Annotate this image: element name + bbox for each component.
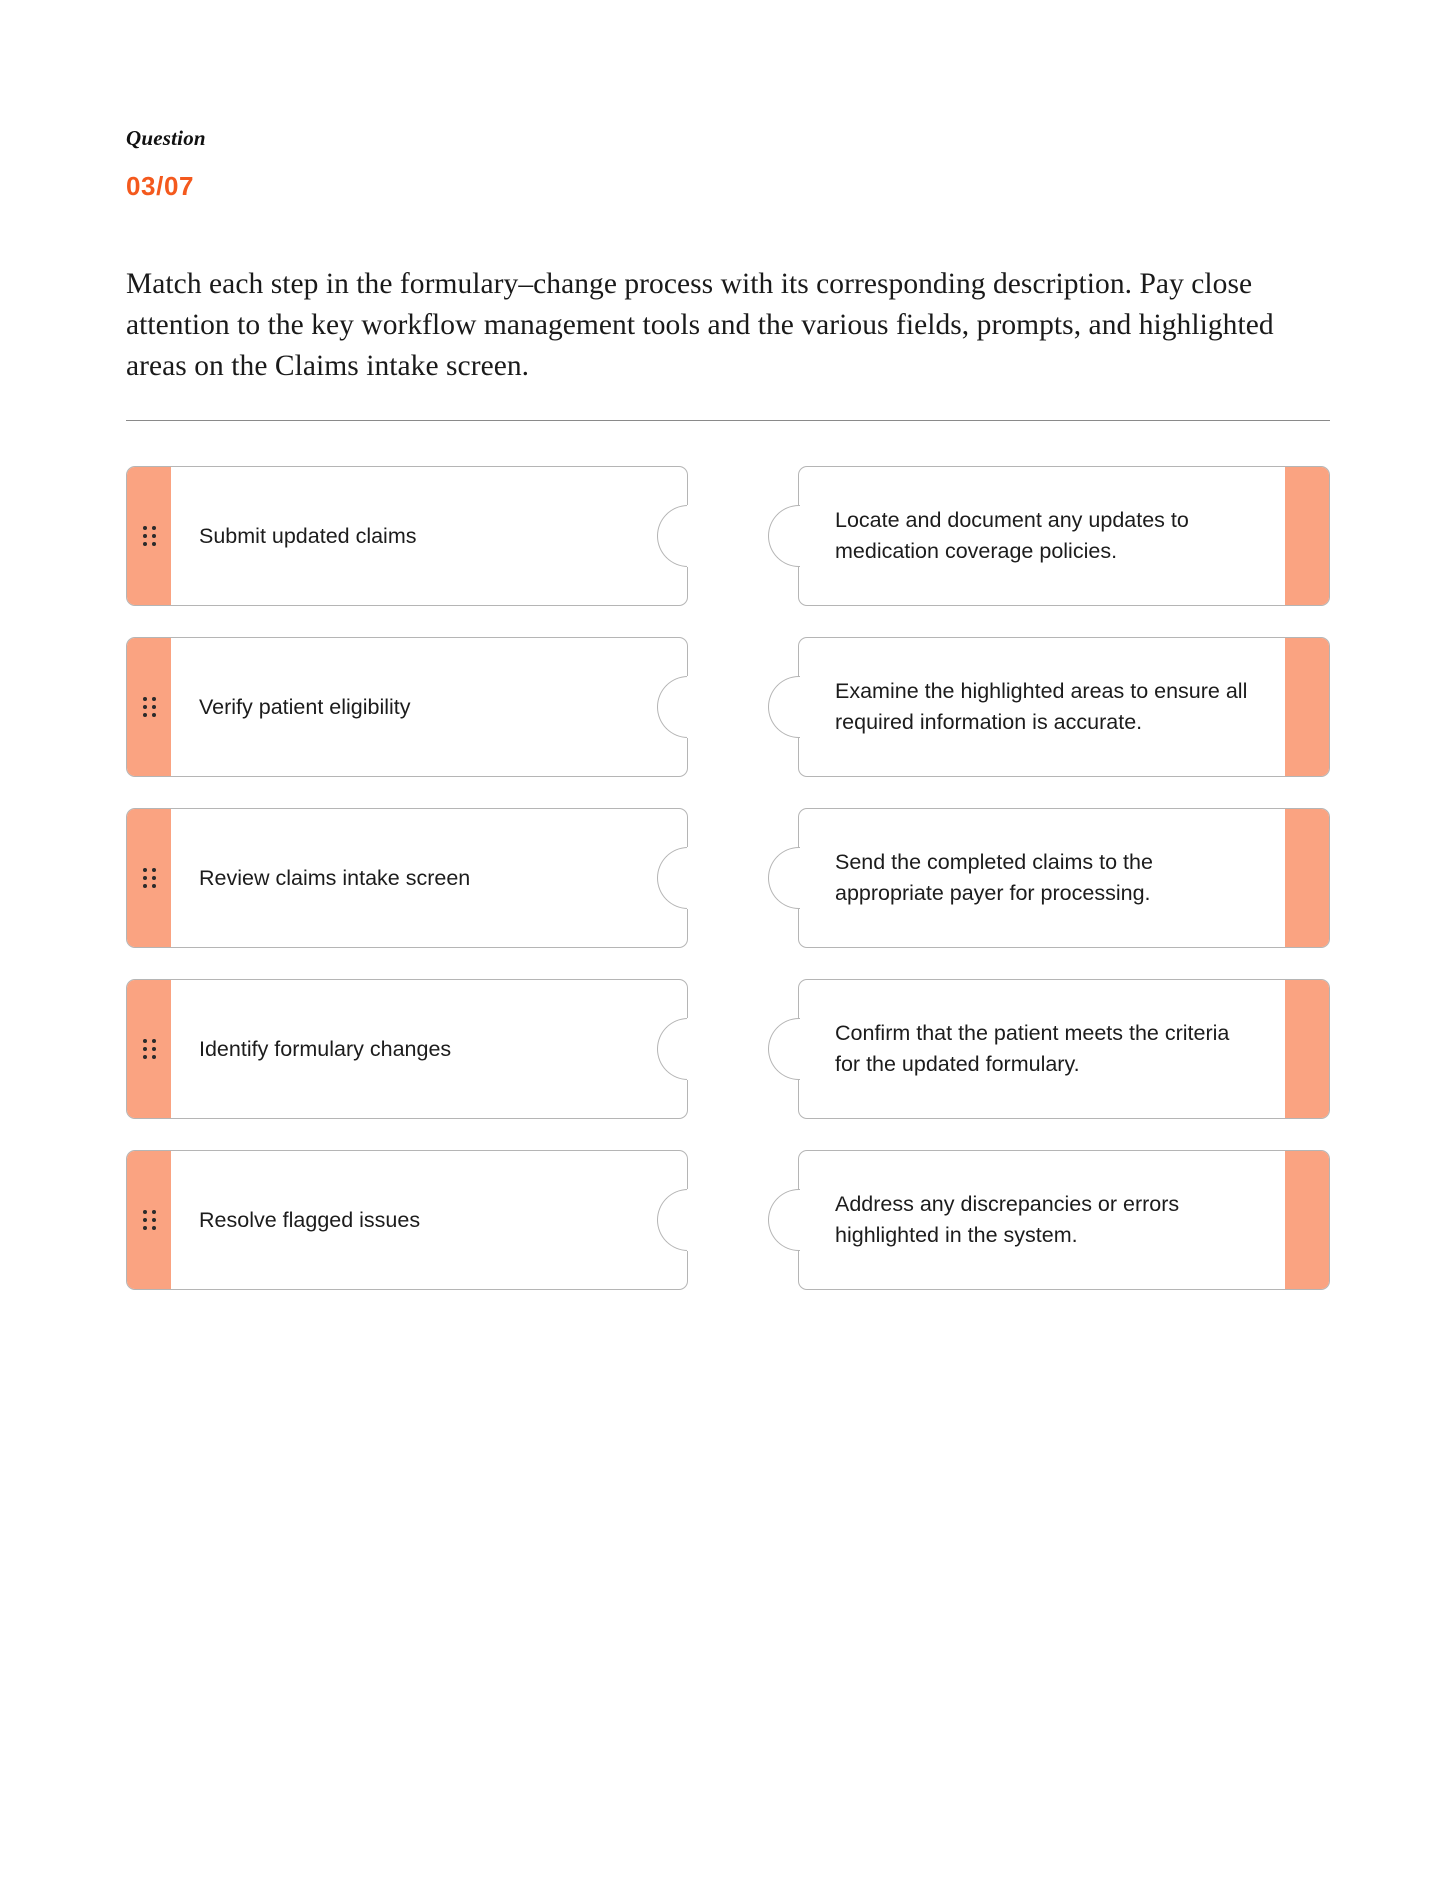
definition-accent-bar [1285, 1151, 1329, 1290]
definition-accent-bar [1285, 809, 1329, 948]
term-label: Identify formulary changes [199, 1037, 452, 1062]
definition-accent-bar [1285, 638, 1329, 777]
definition-tab-icon [768, 847, 802, 910]
question-label: Question [126, 126, 206, 150]
definition-card[interactable]: Examine the highlighted areas to ensure … [768, 637, 1330, 778]
definition-text: Examine the highlighted areas to ensure … [835, 678, 1248, 735]
term-label: Verify patient eligibility [199, 695, 411, 720]
term-card[interactable]: Submit updated claims [126, 466, 690, 607]
definition-tab-icon [768, 505, 802, 568]
prompt-divider [126, 420, 1330, 422]
page-content: Question 03/07 Match each step in the fo… [126, 126, 1330, 1321]
match-row: Identify formulary changes Confirm that … [126, 979, 1330, 1120]
definition-card[interactable]: Locate and document any updates to medic… [768, 466, 1330, 607]
term-label: Submit updated claims [199, 524, 417, 549]
definition-accent-bar [1285, 980, 1329, 1119]
drag-handle[interactable] [127, 980, 171, 1119]
term-label: Resolve flagged issues [199, 1208, 421, 1233]
definition-accent-bar [1285, 467, 1329, 606]
drag-handle[interactable] [127, 809, 171, 948]
definition-card[interactable]: Send the completed claims to the appropr… [768, 808, 1330, 949]
drag-handle-dots-icon [142, 1210, 156, 1231]
drag-handle-dots-icon [142, 1039, 156, 1060]
drag-handle-dots-icon [142, 697, 156, 718]
definition-text: Send the completed claims to the appropr… [835, 849, 1153, 906]
question-prompt: Match each step in the formulary–change … [126, 268, 1274, 382]
drag-handle[interactable] [127, 638, 171, 777]
definition-text: Confirm that the patient meets the crite… [835, 1020, 1230, 1077]
definition-card[interactable]: Confirm that the patient meets the crite… [768, 979, 1330, 1120]
definition-card[interactable]: Address any discrepancies or errors high… [768, 1150, 1330, 1291]
term-card[interactable]: Resolve flagged issues [126, 1150, 690, 1291]
matching-grid: Submit updated claims Locate and documen… [126, 466, 1330, 1291]
match-row: Verify patient eligibility Examine the h… [126, 637, 1330, 778]
match-row: Review claims intake screen Send the com… [126, 808, 1330, 949]
drag-handle[interactable] [127, 467, 171, 606]
definition-tab-icon [768, 1189, 802, 1252]
definition-tab-icon [768, 676, 802, 739]
question-counter: 03/07 [126, 171, 195, 202]
drag-handle[interactable] [127, 1151, 171, 1290]
match-row: Resolve flagged issues Address any discr… [126, 1150, 1330, 1291]
term-card[interactable]: Review claims intake screen [126, 808, 690, 949]
drag-handle-dots-icon [142, 868, 156, 889]
match-row: Submit updated claims Locate and documen… [126, 466, 1330, 607]
term-card[interactable]: Verify patient eligibility [126, 637, 690, 778]
definition-text: Locate and document any updates to medic… [835, 507, 1189, 564]
term-card[interactable]: Identify formulary changes [126, 979, 690, 1120]
drag-handle-dots-icon [142, 526, 156, 547]
term-label: Review claims intake screen [199, 866, 471, 891]
definition-tab-icon [768, 1018, 802, 1081]
definition-text: Address any discrepancies or errors high… [835, 1191, 1180, 1248]
